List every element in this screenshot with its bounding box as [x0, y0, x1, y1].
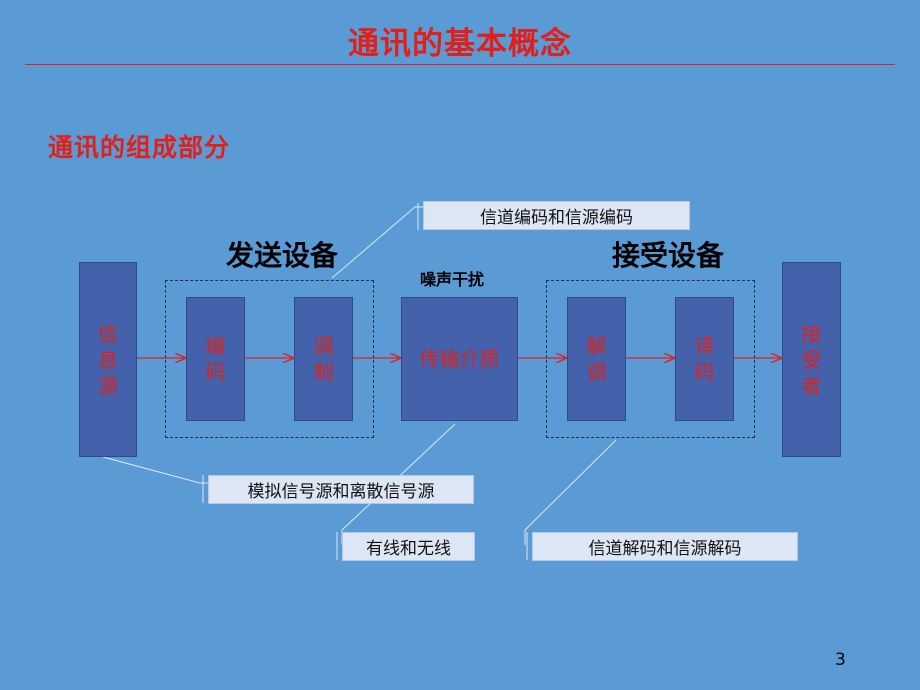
send-equipment-label: 发送设备 [226, 239, 339, 272]
node-source: 信 息 源 [79, 262, 137, 457]
node-transmission-medium: 传输介质 [401, 297, 518, 421]
leader-source-to-analog [102, 456, 208, 484]
callout-channel-source-decoding: 信道解码和信源解码 [532, 532, 798, 561]
node-modulate: 调 制 [294, 297, 353, 421]
section-subtitle: 通讯的组成部分 [48, 133, 231, 162]
page-title: 通讯的基本概念 [348, 26, 572, 62]
noise-label: 噪声干扰 [420, 270, 485, 289]
leader-send-to-coding [331, 206, 423, 279]
callout-analog-discrete-source: 模拟信号源和离散信号源 [208, 475, 474, 504]
send-equipment-group [165, 280, 374, 438]
callout-wired-wireless: 有线和无线 [342, 532, 475, 561]
title-divider [25, 64, 895, 65]
receive-equipment-label: 接受设备 [612, 239, 725, 272]
node-decode: 译 码 [675, 297, 734, 421]
callout-channel-source-coding: 信道编码和信源编码 [423, 201, 690, 230]
node-encode: 编 码 [186, 297, 245, 421]
node-demodulate: 解 调 [567, 297, 626, 421]
receive-equipment-group [546, 280, 755, 438]
page-number: 3 [835, 650, 846, 670]
leader-receive-to-decoding [524, 439, 617, 545]
node-receiver: 接 受 者 [782, 262, 841, 457]
